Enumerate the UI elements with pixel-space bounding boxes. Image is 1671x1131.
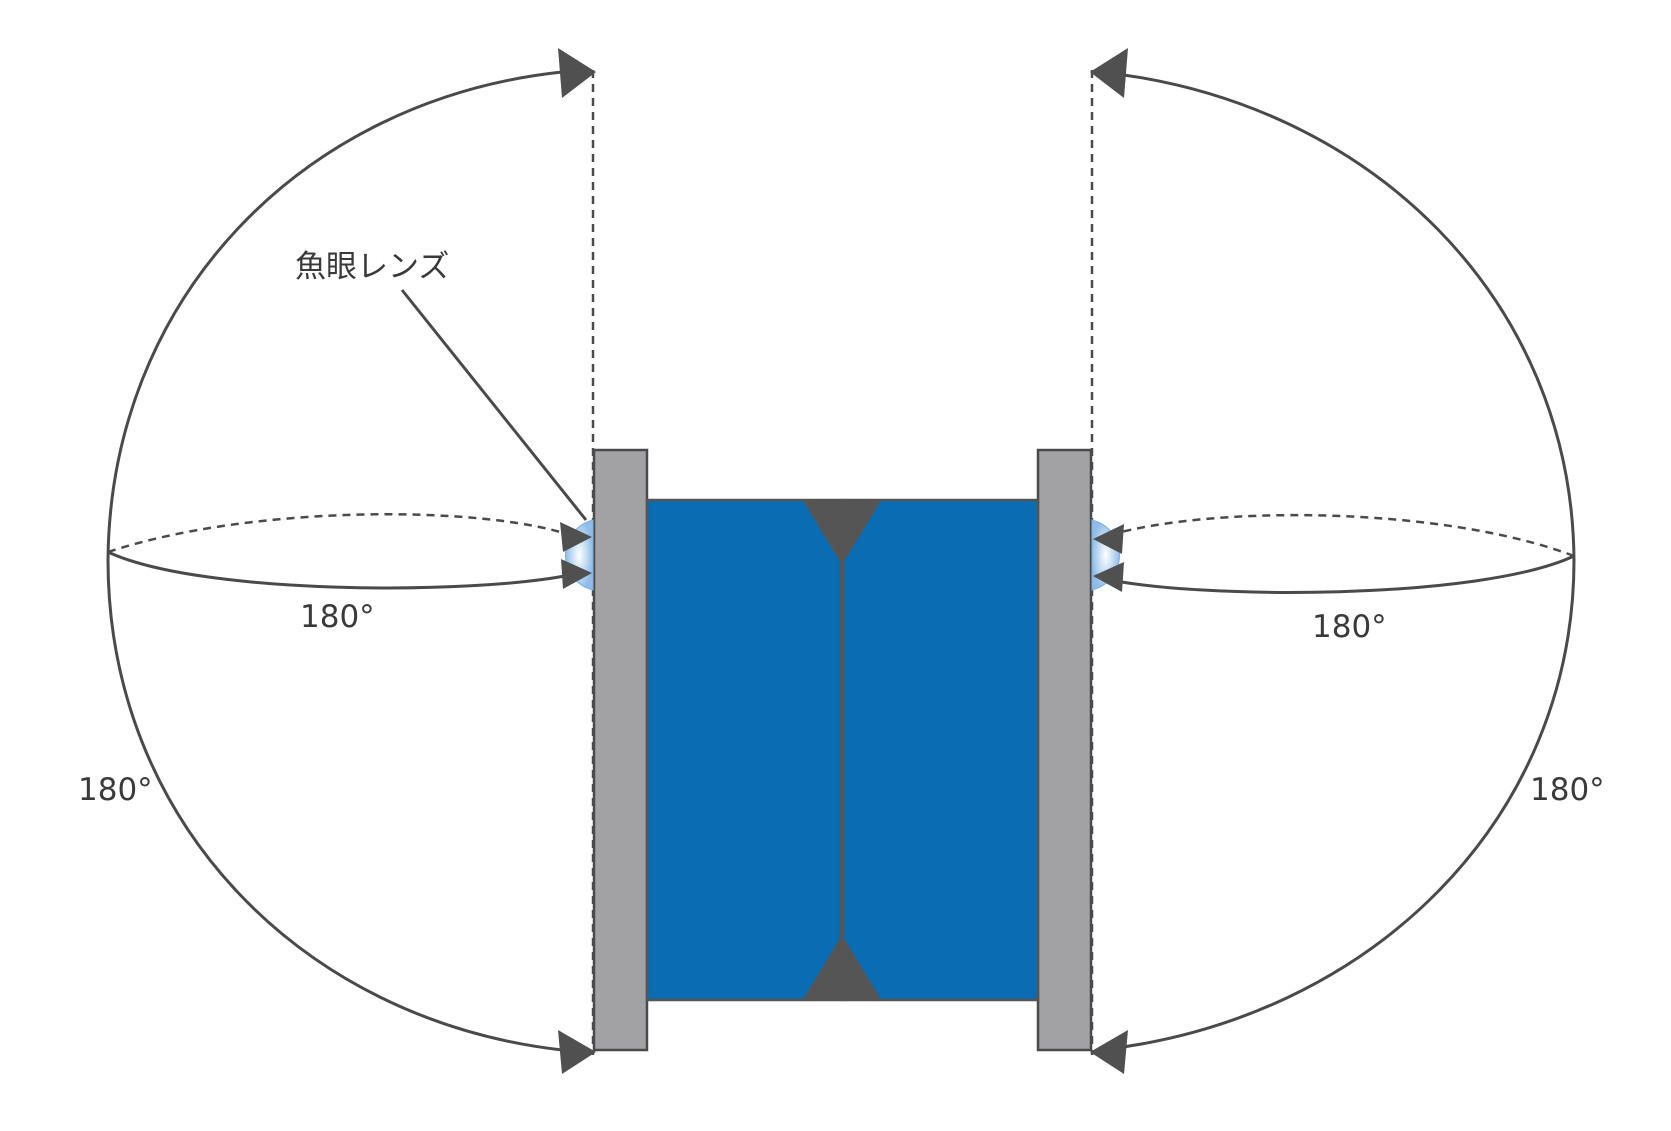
fisheye-lens-label: 魚眼レンズ (295, 249, 449, 285)
fisheye-callout-leader (400, 289, 588, 521)
left-horizontal-arc-back (107, 513, 571, 554)
arrow-right-horizontal-lower (1093, 562, 1124, 592)
left-vertical-angle-label: 180° (78, 772, 153, 808)
arrow-right-horizontal-upper (1093, 524, 1124, 554)
bottom-notch (802, 935, 882, 1001)
right-side-plate (1036, 448, 1093, 1052)
left-horizontal-arc-front (107, 550, 571, 590)
arrow-left-horizontal-upper (560, 522, 592, 552)
arrow-left-horizontal-lower (561, 559, 592, 589)
right-vertical-arc (1099, 70, 1576, 1052)
right-horizontal-angle-label: 180° (1312, 609, 1387, 645)
arrow-right-bottom (1090, 1030, 1128, 1074)
left-horizontal-angle-label: 180° (300, 599, 375, 635)
arrow-left-top (558, 48, 596, 98)
right-vertical-angle-label: 180° (1530, 772, 1605, 808)
camera-body-left-half (645, 498, 843, 1002)
right-horizontal-arc-front (1099, 554, 1575, 594)
right-horizontal-arc-back (1099, 513, 1575, 558)
arrow-left-bottom (558, 1030, 596, 1074)
arrow-right-top (1090, 48, 1128, 98)
left-side-plate (592, 448, 649, 1052)
camera-body-right-half (841, 498, 1040, 1002)
top-notch (802, 499, 882, 565)
left-vertical-arc (106, 70, 563, 1052)
